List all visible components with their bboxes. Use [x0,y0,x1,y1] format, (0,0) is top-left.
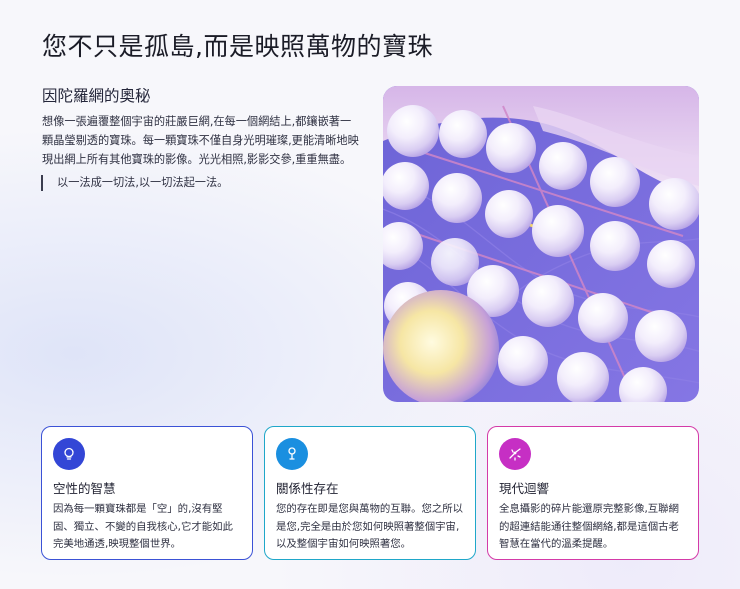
sparkle-icon [499,438,531,470]
pearl-net-illustration [383,86,699,402]
page-title: 您不只是孤島,而是映照萬物的寶珠 [42,32,433,61]
quote: 以一法成一切法,以一切法起一法。 [41,175,228,191]
intro-paragraph: 想像一張遍覆整個宇宙的莊嚴巨網,在每一個網結上,都鑲嵌著一顆晶瑩剔透的寶珠。每一… [42,115,359,166]
card-title: 現代迴響 [499,481,550,496]
section-title: 因陀羅網的奧秘 [42,87,151,105]
card-text: 您的存在即是您與萬物的互聯。您之所以是您,完全是由於您如何映照著整個宇宙,以及整… [276,503,464,550]
card-text: 全息攝影的碎片能還原完整影像,互聯網的超連結能通往整個網絡,都是這個古老智慧在當… [499,503,679,550]
card-text: 因為每一顆寶珠都是「空」的,沒有堅固、獨立、不變的自我核心,它才能如此完美地通透… [53,503,233,550]
card-modern-echo: 現代迴響 全息攝影的碎片能還原完整影像,互聯網的超連結能通往整個網絡,都是這個古… [487,426,699,560]
card-relational-existence: 關係性存在 您的存在即是您與萬物的互聯。您之所以是您,完全是由於您如何映照著整個… [264,426,476,560]
card-title: 空性的智慧 [53,481,116,496]
card-emptiness-wisdom: 空性的智慧 因為每一顆寶珠都是「空」的,沒有堅固、獨立、不變的自我核心,它才能如… [41,426,253,560]
lightbulb-icon [53,438,85,470]
connection-icon [276,438,308,470]
card-title: 關係性存在 [276,481,339,496]
